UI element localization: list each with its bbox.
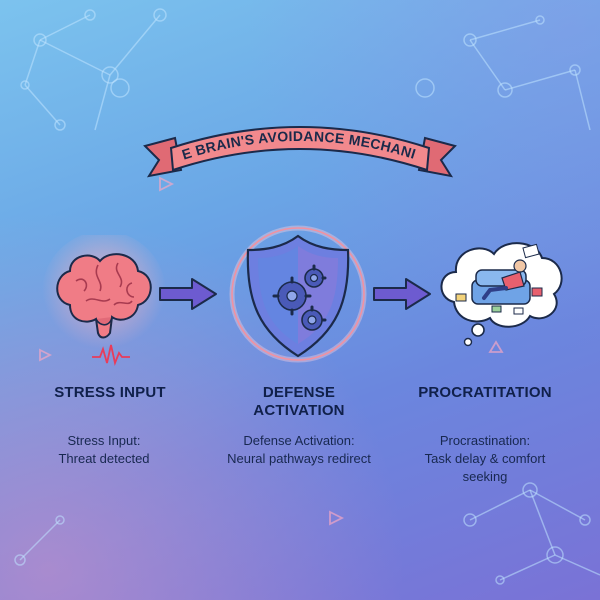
stage-2-title-line: ACTIVATION [253, 402, 345, 419]
stage-3-title-line: PROCRATITATION [418, 384, 552, 401]
stage-3-desc-line: seeking [462, 469, 508, 484]
stage-1-title: STRESS INPUT [25, 384, 195, 402]
stage-2-description: Defense Activation: Neural pathways redi… [214, 432, 384, 468]
stage-1-desc-line: Threat detected [58, 451, 150, 466]
stage-3-title: PROCRATITATION [400, 384, 570, 402]
arrow-right-icon [159, 278, 217, 310]
stage-3-desc-line: Procrastination: [439, 433, 531, 448]
stage-1-desc-line: Stress Input: [67, 433, 141, 448]
stage-1-title-line: STRESS INPUT [54, 384, 166, 401]
stage-2-desc-line: Neural pathways redirect [227, 451, 371, 466]
stage-3-desc-line: Task delay & comfort [424, 451, 546, 466]
stage-2-title: DEFENSE ACTIVATION [214, 384, 384, 420]
shield-gears-icon [229, 225, 367, 363]
thought-bubble-couch-icon [440, 242, 563, 347]
stage-2-title-line: DEFENSE [262, 384, 336, 401]
stage-3-description: Procrastination: Task delay & comfort se… [400, 432, 570, 486]
title-banner: THE BRAIN'S AVOIDANCE MECHANISM [135, 108, 457, 178]
stage-1-description: Stress Input: Threat detected [19, 432, 189, 468]
stage-2-desc-line: Defense Activation: [243, 433, 355, 448]
arrow-right-icon [373, 278, 431, 310]
brain-icon [42, 235, 166, 367]
